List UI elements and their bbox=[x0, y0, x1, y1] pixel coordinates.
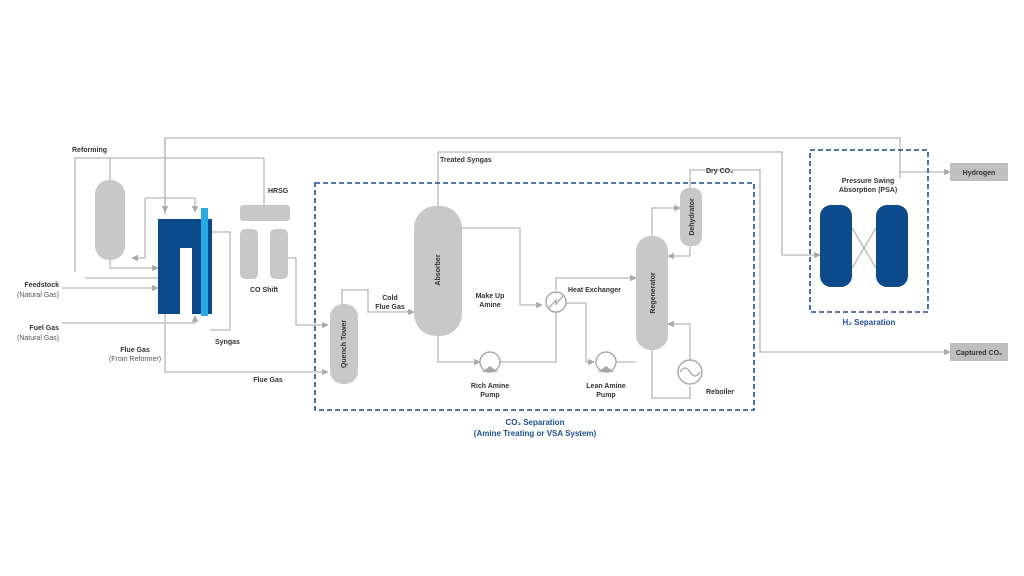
captured-co2-output-box bbox=[950, 343, 1008, 361]
label-feedstock: Feedstock bbox=[24, 282, 59, 289]
label-fuel-gas: Fuel Gas bbox=[29, 325, 59, 332]
label-co2-separation-2: (Amine Treating or VSA System) bbox=[474, 429, 597, 438]
dehydrator-vessel bbox=[680, 188, 702, 246]
label-hydrogen: Hydrogen bbox=[963, 170, 996, 177]
reboiler bbox=[677, 359, 703, 385]
hrsg-unit bbox=[240, 205, 290, 221]
label-hrsg: HRSG bbox=[268, 188, 289, 195]
label-reforming: Reforming bbox=[72, 147, 107, 154]
label-make-up-1: Make Up bbox=[476, 293, 505, 300]
h2-separation-box bbox=[809, 149, 929, 313]
rich-amine-pump bbox=[479, 351, 501, 373]
label-treated-syngas: Treated Syngas bbox=[440, 157, 492, 164]
heat-exchanger bbox=[545, 291, 567, 313]
label-regenerator: Regenerator bbox=[650, 272, 657, 314]
label-psa-1: Pressure Swing bbox=[842, 178, 895, 185]
label-psa-2: Absorption (PSA) bbox=[839, 187, 897, 194]
lean-amine-pump bbox=[595, 351, 617, 373]
label-syngas: Syngas bbox=[215, 339, 240, 346]
label-cold-flue-gas-2: Flue Gas bbox=[375, 304, 405, 311]
label-quench-tower: Quench Tower bbox=[341, 320, 348, 368]
label-reboiler: Reboiler bbox=[706, 389, 734, 396]
label-flue-gas: Flue Gas bbox=[253, 377, 283, 384]
label-h2-separation: H₂ Separation bbox=[843, 318, 896, 327]
label-heat-exchanger: Heat Exchanger bbox=[568, 287, 621, 294]
label-captured-co2: Captured CO₂ bbox=[956, 350, 1002, 357]
label-dehydrator: Dehydrator bbox=[689, 198, 696, 236]
label-feedstock-sub: (Natural Gas) bbox=[17, 292, 59, 299]
co-shift-vessel-1 bbox=[240, 229, 258, 279]
label-lean-amine-2: Pump bbox=[596, 392, 615, 399]
label-co2-separation-1: CO₂ Separation bbox=[505, 418, 564, 427]
label-cold-flue-gas-1: Cold bbox=[382, 295, 398, 302]
quench-tower bbox=[330, 304, 358, 384]
label-lean-amine-1: Lean Amine bbox=[586, 383, 626, 390]
label-flue-gas-from: Flue Gas bbox=[120, 347, 150, 354]
reforming-vessel bbox=[95, 180, 125, 260]
hydrogen-output-box bbox=[950, 163, 1008, 181]
label-co-shift: CO Shift bbox=[250, 287, 279, 294]
label-rich-amine-2: Pump bbox=[480, 392, 499, 399]
label-flue-gas-from-sub: (From Reformer) bbox=[109, 356, 161, 363]
co-shift-vessel-2 bbox=[270, 229, 288, 279]
label-absorber: Absorber bbox=[435, 254, 442, 285]
pipe-network bbox=[62, 137, 951, 399]
label-make-up-2: Amine bbox=[479, 302, 501, 309]
co2-separation-box bbox=[314, 182, 755, 411]
label-dry-co2: Dry CO₂ bbox=[706, 168, 733, 175]
reformer-furnace bbox=[158, 208, 212, 316]
label-fuel-gas-sub: (Natural Gas) bbox=[17, 335, 59, 342]
regenerator-column bbox=[636, 236, 668, 350]
psa-bed-1 bbox=[820, 205, 852, 287]
absorber-column bbox=[414, 206, 462, 336]
psa-bed-2 bbox=[876, 205, 908, 287]
label-rich-amine-1: Rich Amine bbox=[471, 383, 509, 390]
